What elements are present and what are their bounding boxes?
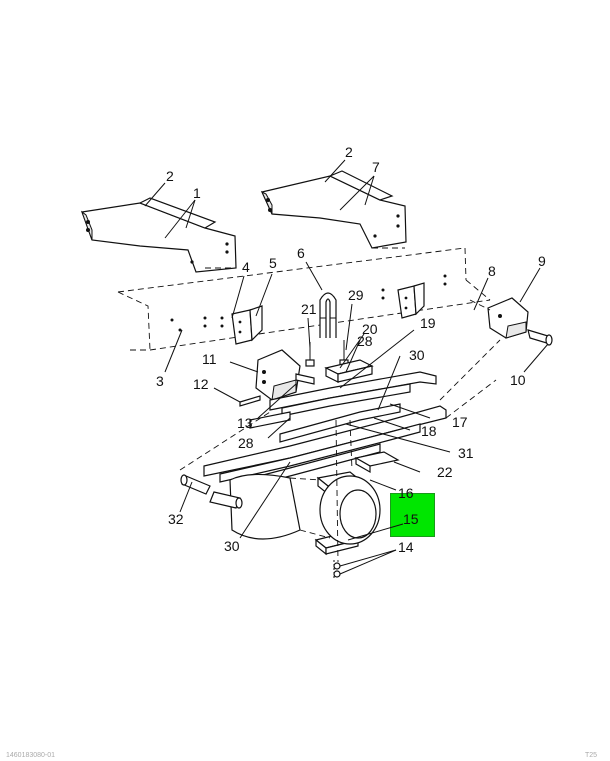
leader-lines — [144, 159, 549, 575]
callout-19: 19 — [420, 315, 436, 331]
assembly-dashes — [179, 299, 501, 563]
callout-21: 21 — [301, 301, 317, 317]
highlighted-part-box[interactable] — [390, 493, 435, 537]
callout-31: 31 — [458, 445, 474, 461]
callout-17: 17 — [452, 414, 468, 430]
callout-9: 9 — [538, 253, 546, 269]
bolts-upper[interactable] — [305, 340, 349, 367]
callout-29: 29 — [348, 287, 364, 303]
callout-10: 10 — [510, 372, 526, 388]
callout-16: 16 — [398, 485, 414, 501]
callout-8: 8 — [488, 263, 496, 279]
rear-hanger[interactable] — [487, 297, 553, 346]
nuts[interactable] — [333, 560, 341, 580]
bracket-right[interactable] — [397, 282, 425, 319]
callout-14: 14 — [398, 539, 414, 555]
callout-labels: 1 2 2 3 4 5 6 7 8 9 10 11 12 13 14 15 16… — [156, 144, 546, 555]
spring-pad[interactable] — [354, 451, 400, 474]
drawing-number: 1460183080-01 — [6, 752, 56, 759]
crossmember-left[interactable] — [80, 197, 237, 273]
callout-5: 5 — [269, 255, 277, 271]
callout-4: 4 — [242, 259, 250, 275]
u-bolt[interactable] — [319, 292, 337, 338]
callout-12: 12 — [193, 376, 209, 392]
callout-2-right: 2 — [345, 144, 353, 160]
frame-rail[interactable] — [117, 247, 491, 351]
callout-18: 18 — [421, 423, 437, 439]
drawing-code: T25 — [585, 752, 598, 759]
leaf-spring-main[interactable] — [203, 403, 447, 491]
callout-6: 6 — [297, 245, 305, 261]
callout-2-left: 2 — [166, 168, 174, 184]
callout-30-upper: 30 — [409, 347, 425, 363]
callout-3: 3 — [156, 373, 164, 389]
callout-1: 1 — [193, 185, 201, 201]
spring-spacer[interactable] — [324, 359, 374, 383]
front-hanger[interactable] — [239, 349, 315, 407]
callout-28-upper: 28 — [357, 333, 373, 349]
bracket-left[interactable] — [231, 305, 263, 345]
callout-7: 7 — [372, 159, 380, 175]
callout-32: 32 — [168, 511, 184, 527]
leaf-spring-upper[interactable] — [249, 371, 437, 429]
callout-30-lower: 30 — [224, 538, 240, 554]
crossmember-right[interactable] — [260, 170, 407, 249]
callout-28-lower: 28 — [238, 435, 254, 451]
callout-13: 13 — [237, 415, 253, 431]
callout-11: 11 — [202, 351, 217, 367]
callout-20: 20 — [362, 321, 378, 337]
callout-22: 22 — [437, 464, 453, 480]
callout-15: 15 — [403, 511, 419, 527]
spring-pin[interactable] — [180, 474, 211, 495]
axle-housing — [209, 473, 381, 545]
